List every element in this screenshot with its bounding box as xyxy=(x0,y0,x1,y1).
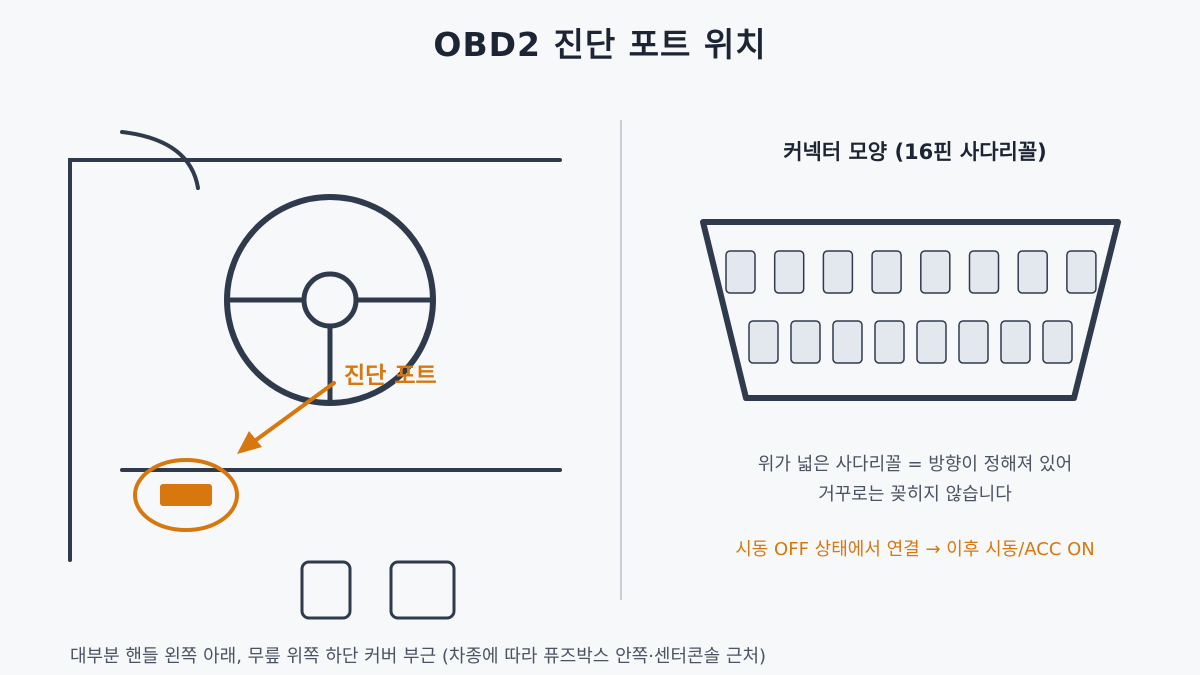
connector-pin xyxy=(748,320,779,364)
pedal-right xyxy=(389,560,456,620)
connector-pin xyxy=(822,250,854,294)
connector-pin xyxy=(1000,320,1031,364)
steering-wheel-icon xyxy=(224,194,436,406)
connector-pin xyxy=(790,320,821,364)
connector-pin xyxy=(1017,250,1048,294)
dashboard-curve xyxy=(120,130,200,190)
page-title: OBD2 진단 포트 위치 xyxy=(433,25,767,64)
port-label: 진단 포트 xyxy=(344,363,437,389)
connector-pins xyxy=(725,250,1097,364)
connector-pin xyxy=(874,320,905,364)
connector-pin xyxy=(725,250,756,294)
connector-pin xyxy=(1066,250,1097,294)
diagnostic-port-icon xyxy=(160,484,212,506)
connector-title: 커넥터 모양 (16핀 사다리꼴) xyxy=(783,140,1047,164)
connector-note-line2: 거꾸로는 꽂히지 않습니다 xyxy=(818,484,1012,505)
connector-pin xyxy=(920,250,951,294)
dashboard-outline xyxy=(68,158,562,562)
pointer-arrow-head xyxy=(237,431,262,454)
connection-warning: 시동 OFF 상태에서 연결 → 이후 시동/ACC ON xyxy=(735,539,1095,560)
port-highlight xyxy=(133,381,336,532)
highlight-ellipse xyxy=(133,458,239,532)
connector-body xyxy=(700,219,1121,401)
connector-pin xyxy=(1042,320,1073,364)
connector-pin xyxy=(773,250,805,294)
obd2-connector-icon xyxy=(700,219,1121,401)
connector-pin xyxy=(916,320,947,364)
connector-note-line1: 위가 넓은 사다리꼴 = 방향이 정해져 있어 xyxy=(757,454,1073,475)
dashboard-illustration xyxy=(68,130,562,620)
connector-pin xyxy=(958,320,989,364)
connector-pin xyxy=(968,250,1000,294)
location-caption: 대부분 핸들 왼쪽 아래, 무릎 위쪽 하단 커버 부근 (차종에 따라 퓨즈박… xyxy=(70,646,767,667)
connector-pin xyxy=(871,250,902,294)
pointer-arrow-line xyxy=(250,381,336,445)
connector-pin xyxy=(832,320,863,364)
pedal-left xyxy=(300,560,352,620)
